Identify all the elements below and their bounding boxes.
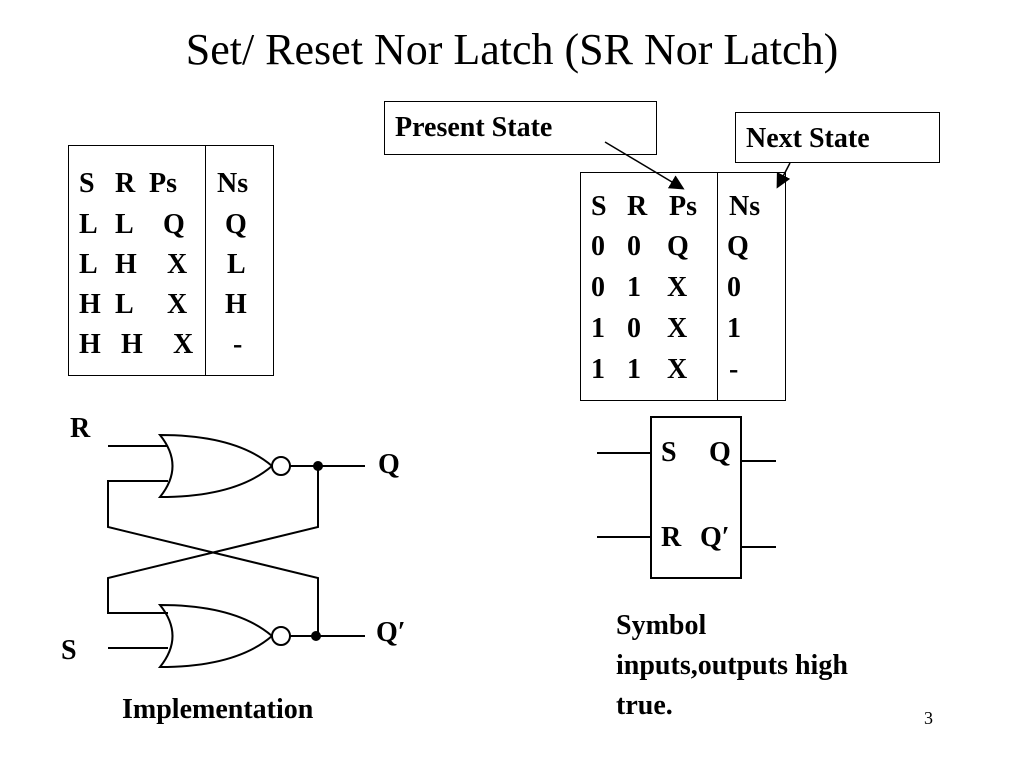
table-cell: L: [115, 209, 134, 240]
symbol-caption-line: Symbol: [616, 610, 707, 641]
input-s-label: S: [61, 635, 77, 666]
symbol-caption-line: true.: [616, 690, 673, 721]
table-cell: 0: [591, 272, 605, 303]
implementation-caption: Implementation: [122, 694, 314, 725]
table-cell: H: [79, 289, 101, 320]
latch-symbol-box: [650, 416, 742, 579]
table-cell: Q: [225, 209, 247, 240]
table-cell: H: [115, 249, 137, 280]
symbol-caption-line: inputs,outputs high: [616, 650, 848, 681]
table-cell: 1: [627, 272, 641, 303]
table-cell: -: [233, 329, 243, 360]
table-cell: 0: [591, 231, 605, 262]
symbol-pin-q: Q: [709, 437, 731, 468]
output-q-label: Q: [378, 449, 400, 480]
table-cell: X: [667, 354, 688, 385]
symbol-caption: Symbol inputs,outputs high true.: [616, 606, 848, 726]
table-cell: Q: [667, 231, 689, 262]
table-cell: L: [115, 289, 134, 320]
truth-table-logic-levels: S R Ps Ns L L Q Q L H X L H L X H H H X …: [68, 145, 274, 376]
table-cell: 1: [591, 313, 605, 344]
nor-gate-top: [157, 433, 291, 499]
table-cell: 0: [727, 272, 741, 303]
callout-next-state: Next State: [735, 112, 940, 163]
header-ns: Ns: [729, 191, 761, 222]
table-cell: H: [121, 329, 143, 360]
table-cell: X: [167, 249, 188, 280]
input-r-label: R: [70, 413, 91, 444]
table-divider: [717, 173, 718, 400]
table-cell: L: [79, 249, 98, 280]
header-s: S: [79, 168, 95, 199]
table-cell: 1: [727, 313, 741, 344]
table-cell: L: [79, 209, 98, 240]
header-r: R: [627, 191, 648, 222]
header-s: S: [591, 191, 607, 222]
header-r: R: [115, 168, 136, 199]
table-cell: L: [227, 249, 246, 280]
table-cell: X: [173, 329, 194, 360]
header-ps: Ps: [669, 191, 697, 222]
table-cell: -: [729, 354, 739, 385]
table-cell: 1: [627, 354, 641, 385]
symbol-pin-qbar: Q′: [700, 522, 730, 553]
truth-table-binary: S R Ps Ns 0 0 Q Q 0 1 X 0 1 0 X 1 1 1 X …: [580, 172, 786, 401]
table-cell: 0: [627, 313, 641, 344]
table-cell: X: [167, 289, 188, 320]
table-cell: 1: [591, 354, 605, 385]
header-ns: Ns: [217, 168, 249, 199]
slide-title: Set/ Reset Nor Latch (SR Nor Latch): [185, 25, 839, 74]
output-qbar-label: Q′: [376, 617, 406, 648]
symbol-pin-r: R: [661, 522, 682, 553]
table-divider: [205, 146, 206, 375]
table-cell: X: [667, 313, 688, 344]
table-cell: Q: [163, 209, 185, 240]
header-ps: Ps: [149, 168, 177, 199]
table-cell: X: [667, 272, 688, 303]
table-cell: Q: [727, 231, 749, 262]
circuit-wires: [107, 445, 365, 649]
table-cell: 0: [627, 231, 641, 262]
nor-gate-bottom: [157, 603, 291, 669]
junction-dot: [313, 461, 323, 471]
symbol-pin-s: S: [661, 437, 677, 468]
page-number: 3: [924, 708, 933, 728]
junction-dot: [311, 631, 321, 641]
table-cell: H: [225, 289, 247, 320]
callout-present-state: Present State: [384, 101, 657, 155]
table-cell: H: [79, 329, 101, 360]
